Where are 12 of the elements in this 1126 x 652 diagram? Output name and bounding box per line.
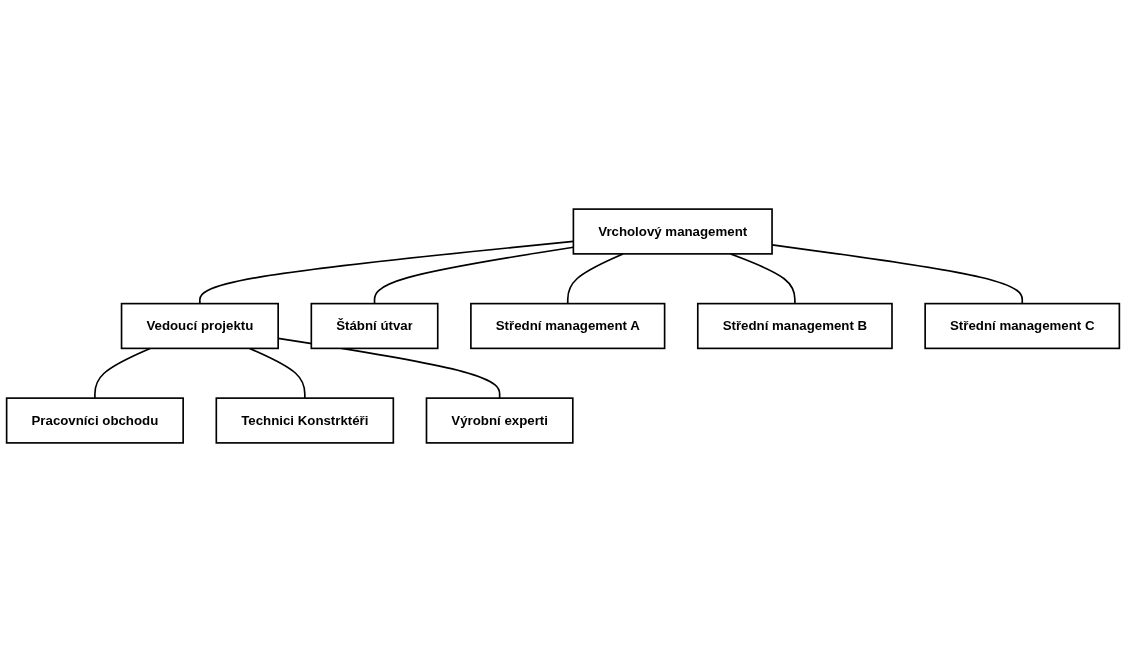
connector xyxy=(94,347,151,399)
connector xyxy=(566,253,624,305)
node-box: Střední management A xyxy=(470,302,666,350)
node-box: Vrcholový management xyxy=(572,208,773,255)
node-box: Výrobní experti xyxy=(425,397,574,444)
node-box: Střední management C xyxy=(924,302,1121,350)
node-box: Pracovníci obchodu xyxy=(5,397,184,444)
node-box: Štábní útvar xyxy=(310,302,439,350)
node-box: Technici Konstrktéři xyxy=(215,397,395,444)
node-box: Vedoucí projektu xyxy=(120,302,279,350)
node-box: Střední management B xyxy=(696,302,893,350)
connector xyxy=(248,347,306,399)
